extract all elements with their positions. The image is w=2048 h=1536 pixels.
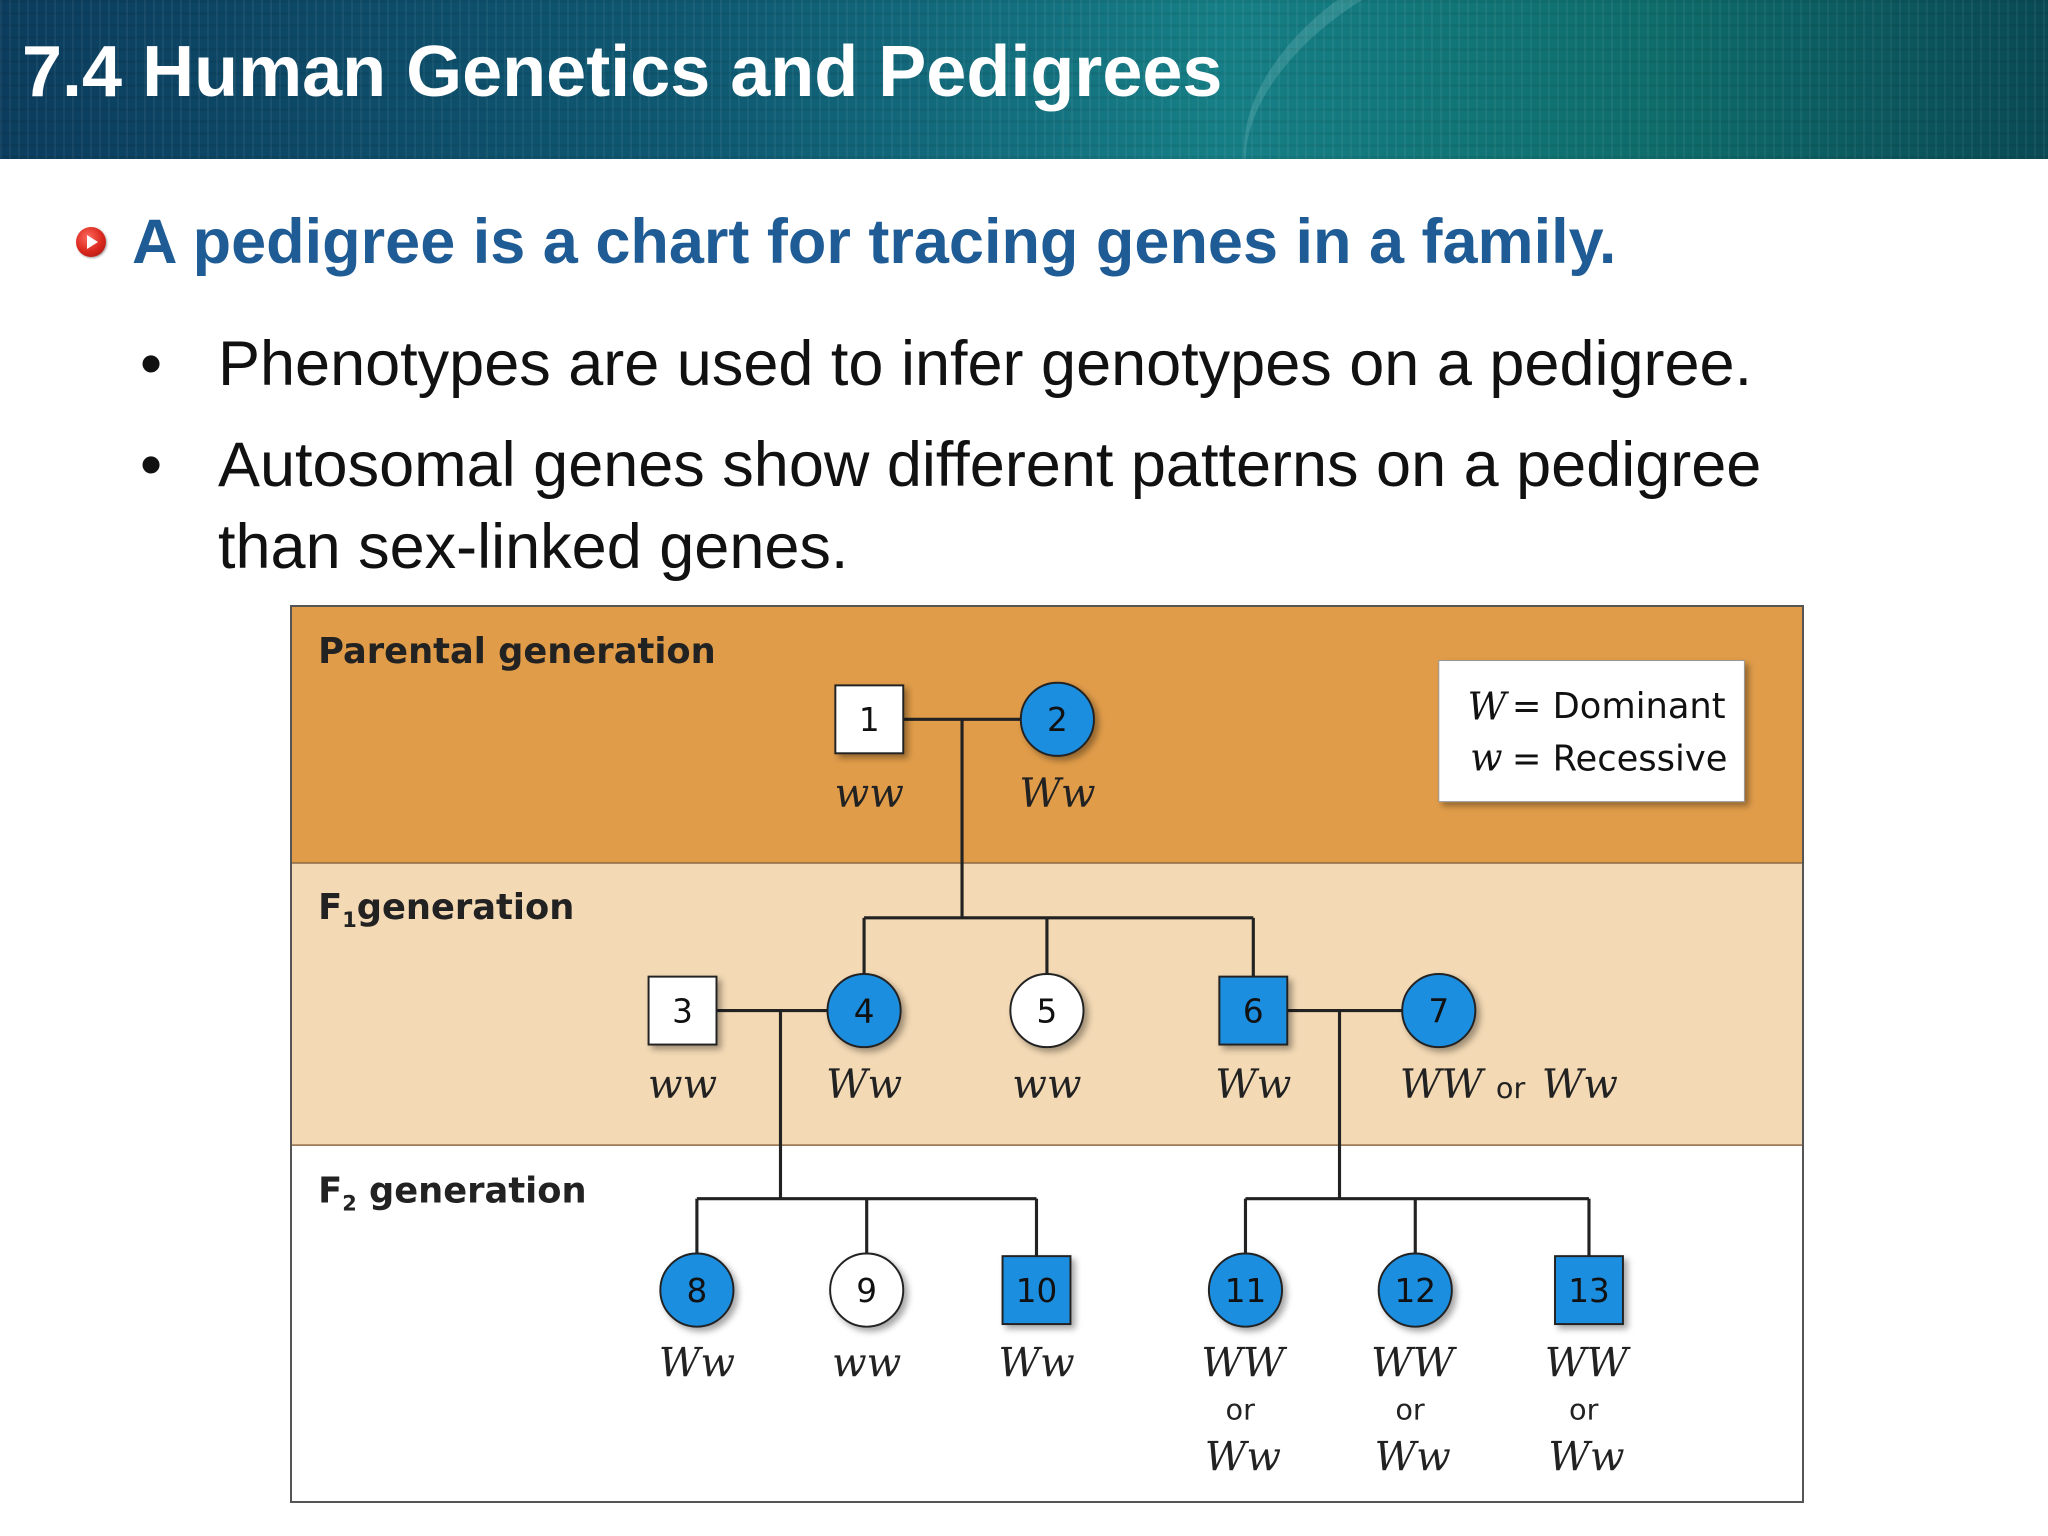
individual-1: 1 ww: [834, 684, 905, 817]
genotype-label: ww: [835, 769, 904, 817]
affected-female-symbol: [659, 1252, 735, 1328]
individual-number: 4: [854, 992, 875, 1030]
individual-3: 3 ww: [647, 975, 718, 1108]
unaffected-male-symbol: [834, 684, 905, 755]
legend-recessive-text: = Recessive: [1512, 738, 1727, 779]
banner-texture: [0, 0, 2048, 159]
main-point: A pedigree is a chart for tracing genes …: [76, 204, 1616, 280]
genotype-label: Ww: [1542, 1060, 1618, 1108]
bullet-text: Autosomal genes show different patterns …: [218, 430, 1762, 500]
affected-female-symbol: [826, 973, 902, 1049]
individual-number: 8: [687, 1272, 708, 1310]
individual-2: 2Ww: [1019, 681, 1096, 817]
affected-female-symbol: [1401, 973, 1477, 1049]
bullet-dot: •: [140, 430, 163, 500]
legend-box: [1438, 660, 1745, 803]
legend-dominant-text: = Dominant: [1512, 686, 1726, 727]
genotype-label: ww: [832, 1338, 901, 1386]
individual-number: 11: [1225, 1272, 1267, 1310]
genotype-or-label: or: [1395, 1392, 1425, 1426]
individual-number: 1: [859, 701, 880, 739]
individual-5: 5 ww: [1009, 973, 1085, 1108]
main-point-text: A pedigree is a chart for tracing genes …: [132, 207, 1617, 277]
affected-male-symbol: [1218, 975, 1289, 1046]
unaffected-female-symbol: [829, 1252, 905, 1328]
individual-number: 2: [1047, 701, 1068, 739]
individual-number: 6: [1243, 992, 1264, 1030]
bullet-dot: •: [140, 329, 163, 399]
genotype-label: WW: [1371, 1338, 1458, 1386]
individual-number: 7: [1428, 992, 1449, 1030]
unaffected-male-symbol: [647, 975, 718, 1046]
genotype-label: ww: [648, 1060, 717, 1108]
parental-generation-label: Parental generation: [318, 631, 716, 672]
individual-7: 7WW or Ww: [1400, 973, 1618, 1108]
genotype-label: WW: [1545, 1338, 1632, 1386]
bullet-text: than sex-linked genes.: [218, 512, 849, 582]
genotype-label: Ww: [1215, 1060, 1291, 1108]
affected-male-symbol: [1554, 1255, 1624, 1326]
genotype-or-label: or: [1226, 1392, 1256, 1426]
unaffected-female-symbol: [1009, 973, 1085, 1049]
individual-number: 13: [1568, 1272, 1610, 1310]
legend-dominant-symbol: W: [1468, 684, 1510, 728]
individual-8: 8Ww: [659, 1252, 735, 1386]
slide-title: 7.4 Human Genetics and Pedigrees: [22, 32, 1223, 112]
genotype-label: Ww: [659, 1338, 735, 1386]
individual-number: 3: [672, 992, 693, 1030]
genotype-label: ww: [1012, 1060, 1081, 1108]
genotype-label: WW: [1201, 1338, 1288, 1386]
individual-6: 6Ww: [1215, 975, 1291, 1108]
genotype-or-label: or: [1569, 1392, 1599, 1426]
legend-recessive-symbol: w: [1470, 735, 1502, 779]
genotype-label: Ww: [1019, 769, 1095, 817]
genotype-label: Ww: [826, 1060, 902, 1108]
individual-number: 5: [1037, 992, 1058, 1030]
bullet-text: Phenotypes are used to infer genotypes o…: [218, 329, 1753, 399]
genotype-label: Ww: [1375, 1432, 1451, 1480]
individual-number: 10: [1016, 1272, 1058, 1310]
genotype-label: Ww: [998, 1338, 1074, 1386]
genotype-label: Ww: [1205, 1432, 1281, 1480]
genotype-or-label: or: [1496, 1071, 1526, 1105]
f1-generation-label: F1generation: [318, 887, 574, 932]
genotype-label: WW: [1400, 1060, 1487, 1108]
genotype-label: Ww: [1548, 1432, 1624, 1480]
individual-number: 12: [1394, 1272, 1436, 1310]
f2-generation-label: F2 generation: [318, 1171, 586, 1216]
affected-male-symbol: [1001, 1255, 1072, 1326]
affected-female-symbol: [1207, 1252, 1284, 1328]
individual-4: 4Ww: [826, 973, 902, 1108]
affected-female-symbol: [1377, 1252, 1453, 1328]
individual-9: 9 ww: [829, 1252, 905, 1386]
arrow-bullet-icon: [76, 227, 106, 257]
affected-female-symbol: [1019, 681, 1095, 757]
title-banner: 7.4 Human Genetics and Pedigrees: [0, 0, 2048, 159]
individual-number: 9: [856, 1272, 877, 1310]
